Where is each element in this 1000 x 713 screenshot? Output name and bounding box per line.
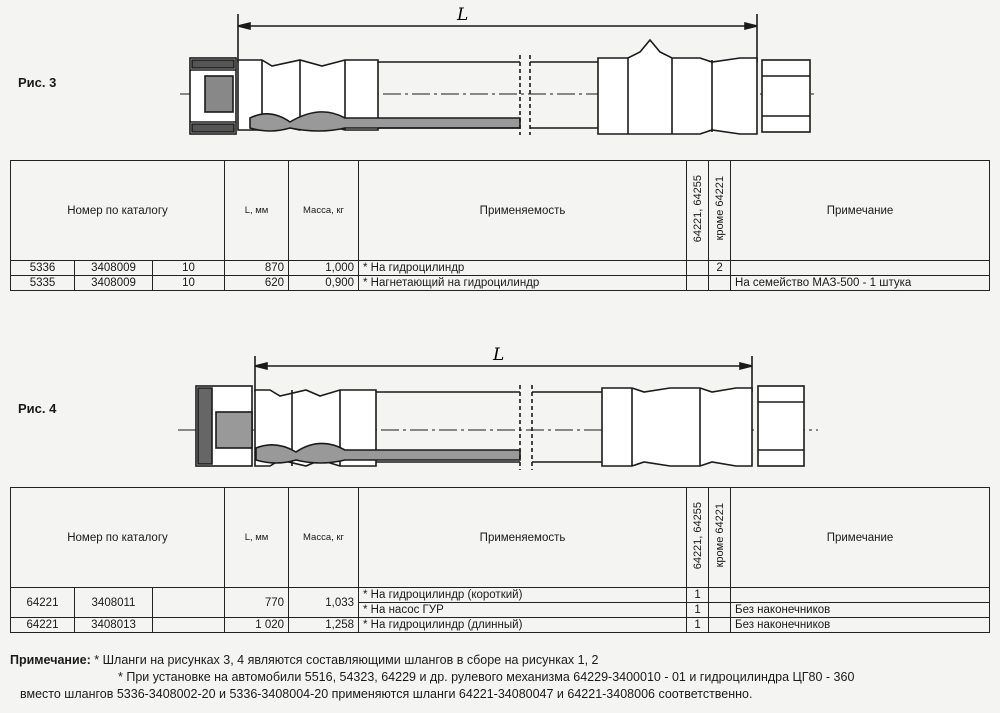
cell-usage: * На гидроцилиндр [358, 260, 688, 276]
cell-catalog-3: 10 [151, 260, 226, 276]
figure-3-label: Рис. 3 [18, 75, 57, 90]
header-model-b: кроме 64221 [713, 503, 726, 568]
header-length: L, мм [224, 160, 290, 261]
cell-catalog-2: 3408011 [74, 587, 153, 618]
cell-catalog-2: 3408013 [74, 617, 153, 633]
header-catalog: Номер по каталогу [9, 487, 226, 588]
cell-mass: 1,000 [288, 260, 360, 276]
cell-note: Без наконечников [730, 617, 991, 633]
cell-catalog-1: 64221 [10, 587, 75, 618]
header-note: Примечание [730, 160, 991, 261]
cell-note: На семейство МАЗ-500 - 1 штука [730, 275, 991, 291]
spec-table-fig4: Номер по каталогу L, мм Масса, кг Примен… [9, 487, 991, 633]
cell-usage: * Нагнетающий на гидроцилиндр [358, 275, 688, 291]
table-row: 64221 3408013 1 020 1,258 * На гидроцили… [10, 617, 991, 633]
cell-length: 870 [224, 260, 290, 276]
hose-drawing-fig3: L [180, 5, 815, 135]
cell-catalog-2: 3408009 [74, 260, 153, 276]
hose-drawing-fig4: L [178, 345, 818, 470]
footnote-line-2: * При установке на автомобили 5516, 5432… [118, 670, 855, 684]
footnote-line-1: * Шланги на рисунках 3, 4 являются соста… [94, 653, 599, 667]
cell-note [730, 587, 991, 603]
table-row: 5336 3408009 10 870 1,000 * На гидроцили… [10, 260, 991, 276]
spec-table-fig3: Номер по каталогу L, мм Масса, кг Примен… [9, 160, 991, 291]
header-mass: Масса, кг [288, 487, 360, 588]
header-usage: Применяемость [358, 160, 688, 261]
cell-usage: * На гидроцилиндр (длинный) [358, 617, 688, 633]
cell-usage: * На насос ГУР [358, 602, 688, 618]
cell-model-a: 1 [686, 617, 710, 633]
table-row: 64221 3408011 770 1,033 * На гидроцилинд… [10, 587, 991, 618]
cell-model-a: 1 [686, 602, 710, 618]
header-usage: Применяемость [358, 487, 688, 588]
cell-length: 620 [224, 275, 290, 291]
cell-catalog-1: 5336 [10, 260, 75, 276]
footnote-label: Примечание: [10, 653, 91, 667]
cell-mass: 1,258 [288, 617, 360, 633]
footnote-line-3: вместо шлангов 5336-3408002-20 и 5336-34… [20, 687, 753, 701]
cell-length: 1 020 [224, 617, 290, 633]
cell-model-a: 1 [686, 587, 710, 603]
cell-mass: 1,033 [288, 587, 360, 618]
cell-catalog-3: 10 [151, 275, 226, 291]
cell-model-a [686, 260, 710, 276]
header-model-b: кроме 64221 [713, 176, 726, 241]
header-catalog: Номер по каталогу [9, 160, 226, 261]
cell-catalog-1: 64221 [10, 617, 75, 633]
header-note: Примечание [730, 487, 991, 588]
header-model-a: 64221, 64255 [691, 501, 704, 570]
cell-length: 770 [224, 587, 290, 618]
cell-model-b [708, 275, 732, 291]
dimension-label-fig3: L [456, 5, 468, 25]
cell-model-b: 2 [708, 260, 732, 276]
cell-mass: 0,900 [288, 275, 360, 291]
header-mass: Масса, кг [288, 160, 360, 261]
header-model-a: 64221, 64255 [691, 174, 704, 243]
footnote: Примечание: * Шланги на рисунках 3, 4 яв… [10, 652, 854, 703]
cell-catalog-1: 5335 [10, 275, 75, 291]
cell-note: Без наконечников [730, 602, 991, 618]
figure-4-label: Рис. 4 [18, 401, 57, 416]
cell-usage: * На гидроцилиндр (короткий) [358, 587, 688, 603]
cell-catalog-2: 3408009 [74, 275, 153, 291]
cell-note [730, 260, 991, 276]
cell-model-a [686, 275, 710, 291]
table-row: 5335 3408009 10 620 0,900 * Нагнетающий … [10, 275, 991, 291]
header-length: L, мм [224, 487, 290, 588]
table-row: * На насос ГУР 1 Без наконечников [11, 602, 991, 618]
dimension-label-fig4: L [492, 345, 504, 365]
